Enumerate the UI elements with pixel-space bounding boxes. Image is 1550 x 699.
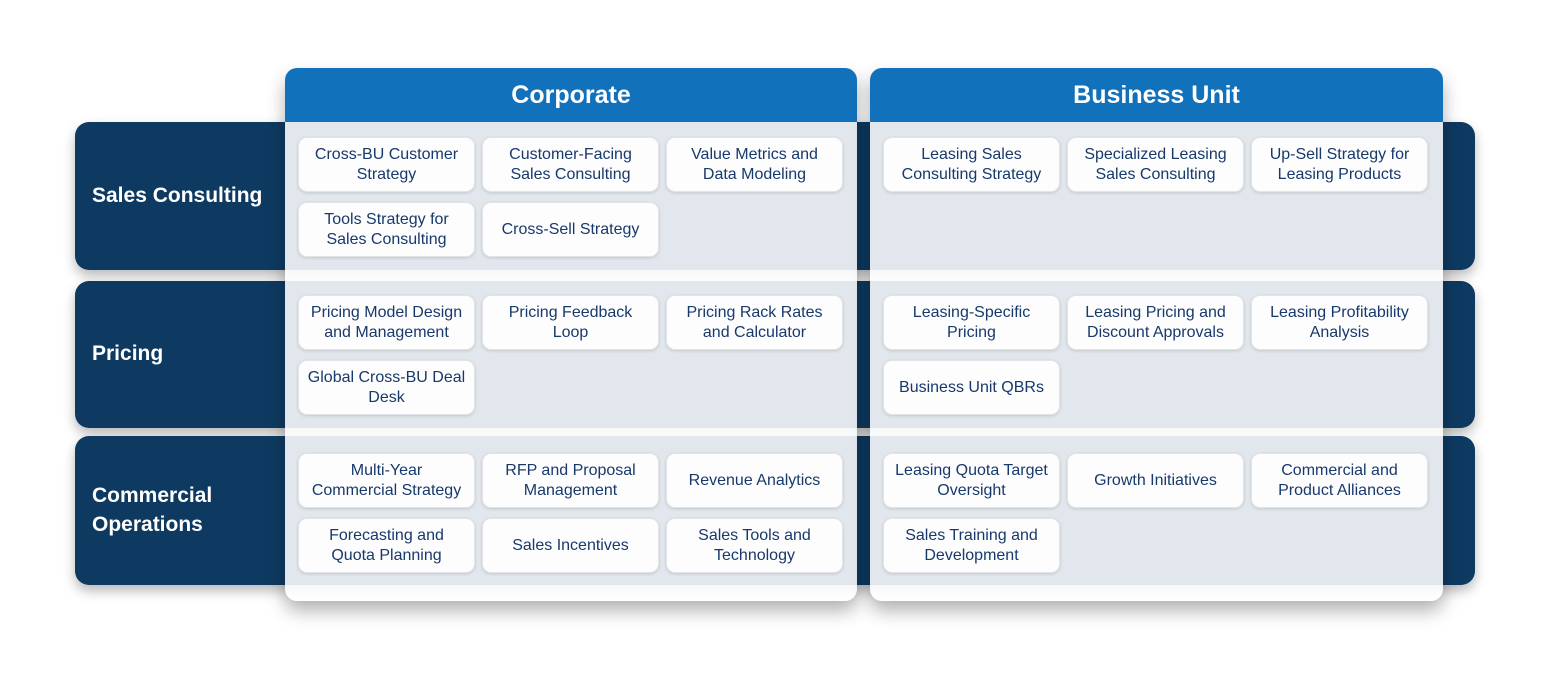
column-panel-corporate: Corporate Cross-BU Customer Strategy Cus… bbox=[285, 68, 857, 601]
capability-card: Pricing Model Design and Management bbox=[298, 295, 475, 350]
capability-card: Pricing Feedback Loop bbox=[482, 295, 659, 350]
cell-corporate-sales-consulting: Cross-BU Customer Strategy Customer-Faci… bbox=[298, 137, 844, 257]
column-body-business-unit: Leasing Sales Consulting Strategy Specia… bbox=[870, 122, 1443, 601]
column-header-business-unit: Business Unit bbox=[870, 68, 1443, 122]
capability-card: Sales Tools and Technology bbox=[666, 518, 843, 573]
capability-card: Up-Sell Strategy for Leasing Products bbox=[1251, 137, 1428, 192]
capability-card: Pricing Rack Rates and Calculator bbox=[666, 295, 843, 350]
capability-card: Forecasting and Quota Planning bbox=[298, 518, 475, 573]
capability-card: RFP and Proposal Management bbox=[482, 453, 659, 508]
capability-card: Business Unit QBRs bbox=[883, 360, 1060, 415]
capability-card: Tools Strategy for Sales Consulting bbox=[298, 202, 475, 257]
cell-business-unit-pricing: Leasing-Specific Pricing Leasing Pricing… bbox=[883, 295, 1429, 415]
column-body-corporate: Cross-BU Customer Strategy Customer-Faci… bbox=[285, 122, 857, 601]
cell-corporate-commercial-operations: Multi-Year Commercial Strategy RFP and P… bbox=[298, 453, 844, 573]
capability-card: Commercial and Product Alliances bbox=[1251, 453, 1428, 508]
cell-business-unit-sales-consulting: Leasing Sales Consulting Strategy Specia… bbox=[883, 137, 1429, 192]
capability-card: Leasing Quota Target Oversight bbox=[883, 453, 1060, 508]
capability-card: Growth Initiatives bbox=[1067, 453, 1244, 508]
row-label-commercial-operations: Commercial Operations bbox=[92, 484, 213, 536]
capability-card: Specialized Leasing Sales Consulting bbox=[1067, 137, 1244, 192]
cell-corporate-pricing: Pricing Model Design and Management Pric… bbox=[298, 295, 844, 415]
capability-card: Revenue Analytics bbox=[666, 453, 843, 508]
capability-card: Leasing Pricing and Discount Approvals bbox=[1067, 295, 1244, 350]
column-panel-business-unit: Business Unit Leasing Sales Consulting S… bbox=[870, 68, 1443, 601]
cell-business-unit-commercial-operations: Leasing Quota Target Oversight Growth In… bbox=[883, 453, 1429, 573]
capability-card: Sales Training and Development bbox=[883, 518, 1060, 573]
capability-card: Multi-Year Commercial Strategy bbox=[298, 453, 475, 508]
row-label-sales-consulting: Sales Consulting bbox=[92, 183, 263, 207]
capability-card: Cross-BU Customer Strategy bbox=[298, 137, 475, 192]
capability-card: Global Cross-BU Deal Desk bbox=[298, 360, 475, 415]
capability-card: Sales Incentives bbox=[482, 518, 659, 573]
capability-card: Leasing Profitability Analysis bbox=[1251, 295, 1428, 350]
row-label-pricing: Pricing bbox=[92, 342, 164, 366]
capability-card: Leasing Sales Consulting Strategy bbox=[883, 137, 1060, 192]
capability-card: Leasing-Specific Pricing bbox=[883, 295, 1060, 350]
column-header-corporate: Corporate bbox=[285, 68, 857, 122]
capability-card: Cross-Sell Strategy bbox=[482, 202, 659, 257]
capability-card: Customer-Facing Sales Consulting bbox=[482, 137, 659, 192]
capability-card: Value Metrics and Data Modeling bbox=[666, 137, 843, 192]
